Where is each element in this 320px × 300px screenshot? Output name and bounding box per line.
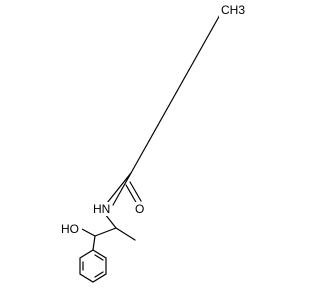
structure-canvas: CH3 HN O HO [60,3,245,283]
hydroxyl-label: HO [61,222,79,236]
chain-bond [112,188,123,206]
amide-bond [106,172,132,204]
amine-branch [79,213,136,251]
methyl-bond [115,227,136,241]
atom-labels: CH3 HN O HO [60,3,245,236]
chain-bond [157,108,168,126]
choh-oh-bond [79,227,96,237]
chain-bond [184,60,195,78]
hydroxyl-label-bg [60,222,82,236]
ring-double-bond [94,254,104,261]
oxygen-label-bg [133,202,145,216]
n-ch-bond [104,213,117,229]
chain-bond [130,156,141,174]
nh-label-bg [91,202,111,216]
molecule-diagram: CH3 HN O HO [60,3,245,283]
carbonyl-double-bond [125,184,138,205]
chain-bond [166,92,177,110]
chain-bond [148,124,159,142]
nh-label: HN [93,202,110,216]
chain-bond [193,44,204,62]
chain-bond [139,140,150,158]
ch3-label-bg [219,3,243,17]
carbonyl-group [106,172,142,205]
ring-double-bond [94,271,104,278]
choh-phenyl-bond [92,235,96,251]
oxygen-label: O [135,202,144,216]
benzene-ring [79,249,107,283]
chain-bond [175,76,186,94]
ch3-label: CH3 [221,3,245,17]
carbonyl-double-bond [129,181,142,202]
chain-bond [202,28,213,46]
ch-choh-bond [94,227,117,237]
phenyl-ring [79,249,107,283]
